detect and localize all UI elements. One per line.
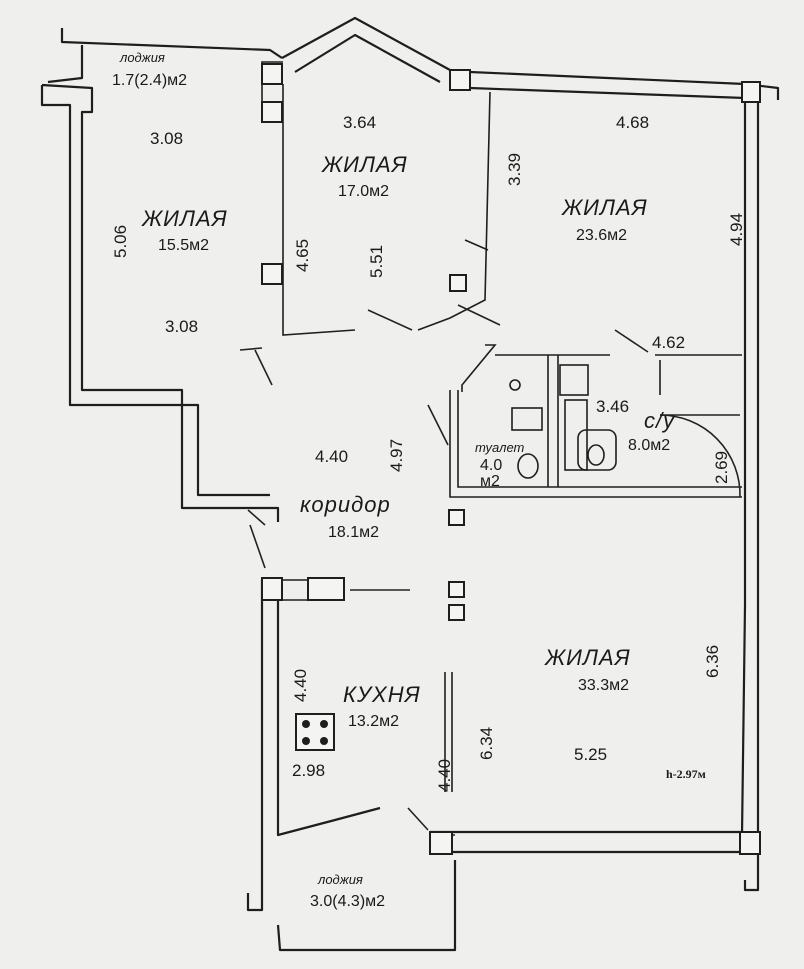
kitchen-name: КУХНЯ (343, 682, 421, 707)
dim-right-right: 4.94 (727, 213, 746, 246)
dimension-labels: 3.08 3.08 5.06 3.64 4.65 5.51 4.68 3.39 … (111, 113, 746, 792)
loggia-top-name: лоджия (119, 50, 165, 65)
living-right-name: ЖИЛАЯ (561, 195, 648, 220)
columns (261, 63, 761, 855)
living-middle-name: ЖИЛАЯ (321, 152, 408, 177)
loggia-bottom-name: лоджия (317, 872, 363, 887)
toilet-area-unit: м2 (480, 473, 500, 490)
living-left-name: ЖИЛАЯ (141, 206, 228, 231)
corridor-area: 18.1м2 (328, 524, 379, 541)
toilet-name: туалет (475, 440, 525, 455)
dim-kitchen-width: 2.98 (292, 761, 325, 780)
dim-corridor-width: 4.40 (315, 447, 348, 466)
bathroom-name: с/у (644, 408, 676, 433)
walls (40, 16, 780, 952)
dim-middle-left: 4.65 (293, 239, 312, 272)
dim-bath-height: 2.69 (712, 451, 731, 484)
toilet-area-value: 4.0 (480, 457, 502, 474)
doors (239, 304, 741, 831)
dim-kitchen-height: 4.40 (291, 669, 310, 702)
living-big-area: 33.3м2 (578, 677, 629, 694)
stove-icon (295, 713, 335, 751)
living-middle-area: 17.0м2 (338, 183, 389, 200)
dim-big-right: 6.36 (703, 645, 722, 678)
corridor-name: коридор (300, 492, 391, 517)
dim-left-bottom: 3.08 (165, 317, 198, 336)
loggia-top-area: 1.7(2.4)м2 (112, 72, 187, 89)
dim-right-top: 4.68 (616, 113, 649, 132)
living-right-area: 23.6м2 (576, 227, 627, 244)
dim-middle-top: 3.64 (343, 113, 376, 132)
dim-loggia-top-width: 3.08 (150, 129, 183, 148)
dim-middle-right: 5.51 (367, 245, 386, 278)
dim-big-left: 6.34 (477, 727, 496, 760)
dim-kitchen-right: 4.40 (435, 759, 454, 792)
dim-corridor-height: 4.97 (387, 439, 406, 472)
living-big-name: ЖИЛАЯ (544, 645, 631, 670)
dim-bath-width: 3.46 (596, 397, 629, 416)
dim-big-width: 5.25 (574, 745, 607, 764)
loggia-bottom-area: 3.0(4.3)м2 (310, 893, 385, 910)
fixtures (461, 344, 617, 479)
bathroom-area: 8.0м2 (628, 437, 670, 454)
living-left-area: 15.5м2 (158, 237, 209, 254)
dim-left-height: 5.06 (111, 225, 130, 258)
kitchen-area: 13.2м2 (348, 713, 399, 730)
room-labels: лоджия 1.7(2.4)м2 ЖИЛАЯ 15.5м2 ЖИЛАЯ 17.… (112, 50, 676, 910)
dim-right-left: 3.39 (505, 153, 524, 186)
dim-bath-top: 4.62 (652, 333, 685, 352)
ceiling-height: h-2.97м (666, 767, 706, 781)
